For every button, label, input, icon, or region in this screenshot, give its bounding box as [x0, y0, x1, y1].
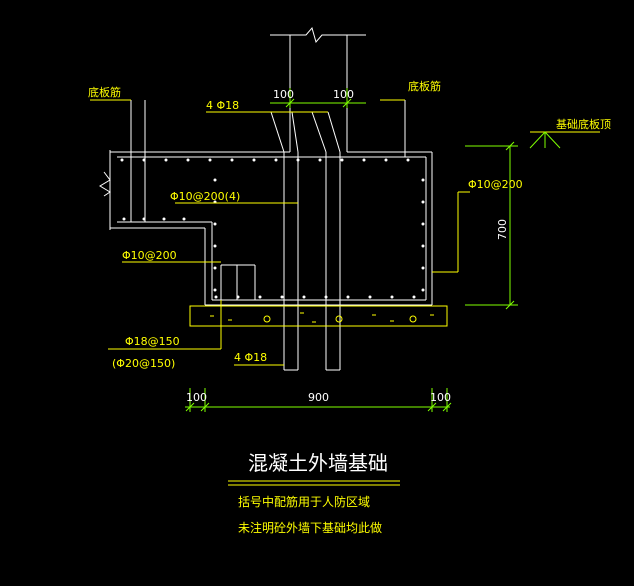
rebar-dot — [384, 158, 388, 162]
label-bottom-bars: 4 Φ18 — [234, 351, 267, 364]
rebar-dot — [421, 222, 425, 226]
rebar-dot — [208, 158, 212, 162]
label-right-dist: Φ10@200 — [468, 178, 523, 191]
rebar-dot — [318, 158, 322, 162]
rebar-dot — [142, 158, 146, 162]
rebar-dot — [340, 158, 344, 162]
rebar-dot — [421, 200, 425, 204]
rebar-dot — [362, 158, 366, 162]
rebar-dot — [120, 158, 124, 162]
dim-bottom-right: 100 — [430, 391, 451, 404]
leader-lines — [90, 99, 600, 366]
dim-wall-left: 100 — [273, 88, 294, 101]
rebar-dot — [258, 295, 262, 299]
note-line-2: 未注明砼外墙下基础均此做 — [238, 520, 382, 535]
rebar-dot — [213, 288, 217, 292]
rebar-dot — [280, 295, 284, 299]
rebar-dot — [252, 158, 256, 162]
rebar-lines — [117, 100, 427, 371]
rebar-dots — [120, 158, 425, 299]
rebar-dot — [142, 217, 146, 221]
rebar-dot — [421, 266, 425, 270]
rebar-dot — [421, 244, 425, 248]
rebar-dot — [296, 158, 300, 162]
label-bottom-bar-left: 底板筋 — [88, 85, 121, 99]
rebar-dot — [213, 266, 217, 270]
dim-height: 700 — [496, 219, 509, 240]
blinding-layer — [189, 305, 448, 327]
rebar-dot — [421, 178, 425, 182]
rebar-dot — [406, 158, 410, 162]
rebar-dot — [214, 295, 218, 299]
rebar-dot — [236, 295, 240, 299]
title-underline — [228, 480, 400, 486]
label-bottom-main: Φ18@150 — [125, 335, 180, 348]
rebar-dot — [164, 158, 168, 162]
rebar-dot — [412, 295, 416, 299]
rebar-dot — [182, 217, 186, 221]
rebar-dot — [230, 158, 234, 162]
label-top-bars: 4 Φ18 — [206, 99, 239, 112]
dim-wall-right: 100 — [333, 88, 354, 101]
rebar-dot — [162, 217, 166, 221]
rebar-dot — [186, 158, 190, 162]
label-bottom-main-alt: (Φ20@150) — [112, 357, 175, 370]
rebar-dot — [213, 178, 217, 182]
dimension-lines — [185, 88, 561, 412]
label-stirrup: Φ10@200(4) — [170, 190, 240, 203]
rebar-dot — [368, 295, 372, 299]
slab-outline — [99, 150, 433, 306]
rebar-dot — [421, 288, 425, 292]
label-bottom-bar-right: 底板筋 — [408, 79, 441, 93]
rebar-dot — [274, 158, 278, 162]
rebar-dot — [346, 295, 350, 299]
label-foundation-top: 基础底板顶 — [556, 117, 611, 131]
drawing-title: 混凝土外墙基础 — [248, 451, 388, 475]
rebar-dot — [390, 295, 394, 299]
rebar-dot — [213, 222, 217, 226]
note-line-1: 括号中配筋用于人防区域 — [238, 494, 370, 509]
rebar-dot — [324, 295, 328, 299]
rebar-dot — [302, 295, 306, 299]
dim-bottom-width: 900 — [308, 391, 329, 404]
label-left-dist: Φ10@200 — [122, 249, 177, 262]
rebar-dot — [213, 244, 217, 248]
dim-bottom-left: 100 — [186, 391, 207, 404]
rebar-dot — [122, 217, 126, 221]
